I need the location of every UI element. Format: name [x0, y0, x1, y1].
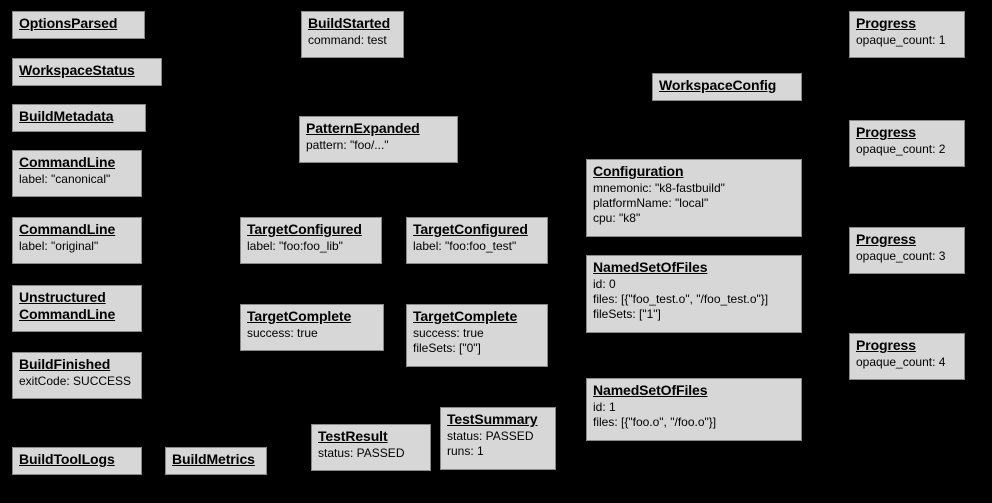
node-attribute-line: opaque_count: 3: [856, 249, 946, 263]
node-attributes: status: PASSED: [318, 446, 424, 461]
node-attributes: opaque_count: 3: [856, 249, 958, 264]
node-attributes: command: test: [308, 33, 397, 48]
node-title: BuildFinished: [19, 356, 111, 372]
node-title: CommandLine: [19, 221, 116, 237]
node-workspace-config[interactable]: WorkspaceConfig: [652, 73, 802, 101]
node-workspace-status[interactable]: WorkspaceStatus: [12, 58, 162, 86]
node-title: TargetConfigured: [247, 221, 362, 237]
node-test-result[interactable]: TestResult status: PASSED: [311, 424, 431, 471]
node-attributes: label: "foo:foo_test": [413, 239, 541, 254]
node-options-parsed[interactable]: OptionsParsed: [12, 11, 145, 39]
node-attribute-line: command: test: [308, 33, 387, 47]
node-attribute-line: cpu: "k8": [593, 211, 641, 225]
node-target-complete-lib[interactable]: TargetComplete success: true: [240, 304, 384, 351]
node-title: WorkspaceConfig: [659, 77, 777, 93]
node-title: Progress: [856, 337, 916, 353]
node-attribute-line: id: 1: [593, 400, 616, 414]
node-attributes: label: "original": [19, 239, 135, 254]
node-attributes: success: true: [247, 326, 377, 341]
node-pattern-expanded[interactable]: PatternExpanded pattern: "foo/...": [299, 116, 458, 163]
node-title: PatternExpanded: [306, 120, 420, 136]
node-title: Progress: [856, 124, 916, 140]
node-title: BuildToolLogs: [19, 451, 115, 467]
node-progress-4[interactable]: Progress opaque_count: 4: [849, 333, 965, 380]
node-title: TargetComplete: [247, 308, 352, 324]
node-attribute-line: label: "canonical": [19, 172, 111, 186]
node-attributes: opaque_count: 1: [856, 33, 958, 48]
node-attribute-line: mnemonic: "k8-fastbuild": [593, 181, 725, 195]
node-build-tool-logs[interactable]: BuildToolLogs: [12, 447, 142, 475]
node-attributes: label: "foo:foo_lib": [247, 239, 375, 254]
node-attribute-line: pattern: "foo/...": [306, 138, 389, 152]
node-title: Progress: [856, 15, 916, 31]
node-attributes: mnemonic: "k8-fastbuild"platformName: "l…: [593, 181, 795, 226]
node-attributes: pattern: "foo/...": [306, 138, 451, 153]
node-progress-3[interactable]: Progress opaque_count: 3: [849, 227, 965, 274]
node-build-metrics[interactable]: BuildMetrics: [165, 447, 267, 475]
node-attribute-line: success: true: [247, 326, 318, 340]
node-attribute-line: fileSets: ["1"]: [593, 307, 661, 321]
node-command-line-original[interactable]: CommandLine label: "original": [12, 217, 142, 264]
node-attribute-line: exitCode: SUCCESS: [19, 374, 132, 388]
node-attribute-line: files: [{"foo.o", "/foo.o"}]: [593, 415, 717, 429]
node-build-started[interactable]: BuildStarted command: test: [301, 11, 404, 58]
node-attribute-line: files: [{"foo_test.o", "/foo_test.o"}]: [593, 292, 769, 306]
node-progress-1[interactable]: Progress opaque_count: 1: [849, 11, 965, 58]
node-build-metadata[interactable]: BuildMetadata: [12, 104, 146, 132]
node-unstructured-command-line[interactable]: Unstructured CommandLine: [12, 285, 142, 332]
node-build-finished[interactable]: BuildFinished exitCode: SUCCESS: [12, 352, 142, 399]
node-attribute-line: fileSets: ["0"]: [413, 341, 481, 355]
node-title: NamedSetOfFiles: [593, 382, 708, 398]
node-target-configured-foo-lib[interactable]: TargetConfigured label: "foo:foo_lib": [240, 217, 382, 264]
node-title: NamedSetOfFiles: [593, 259, 708, 275]
node-configuration[interactable]: Configuration mnemonic: "k8-fastbuild"pla…: [586, 159, 802, 237]
node-attributes: opaque_count: 2: [856, 142, 958, 157]
node-title: BuildStarted: [308, 15, 391, 31]
node-attribute-line: success: true: [413, 326, 484, 340]
node-attributes: opaque_count: 4: [856, 355, 958, 370]
node-progress-2[interactable]: Progress opaque_count: 2: [849, 120, 965, 167]
node-title: TargetComplete: [413, 308, 518, 324]
node-attributes: exitCode: SUCCESS: [19, 374, 135, 389]
node-attribute-line: label: "foo:foo_test": [413, 239, 517, 253]
node-title: Progress: [856, 231, 916, 247]
node-title: TestResult: [318, 428, 388, 444]
node-target-configured-foo-test[interactable]: TargetConfigured label: "foo:foo_test": [406, 217, 548, 264]
node-attribute-line: label: "foo:foo_lib": [247, 239, 343, 253]
node-title: TestSummary: [447, 411, 538, 427]
node-title: Configuration: [593, 163, 684, 179]
node-attribute-line: runs: 1: [447, 444, 484, 458]
node-title: CommandLine: [19, 154, 116, 170]
node-title: TargetConfigured: [413, 221, 528, 237]
node-attribute-line: opaque_count: 2: [856, 142, 946, 156]
node-attribute-line: label: "original": [19, 239, 99, 253]
node-command-line-canonical[interactable]: CommandLine label: "canonical": [12, 150, 142, 197]
node-attribute-line: opaque_count: 1: [856, 33, 946, 47]
node-title: WorkspaceStatus: [19, 62, 135, 78]
node-title: BuildMetrics: [172, 451, 255, 467]
node-attribute-line: status: PASSED: [318, 446, 405, 460]
node-title: OptionsParsed: [19, 15, 118, 31]
node-attribute-line: platformName: "local": [593, 196, 709, 210]
node-attribute-line: status: PASSED: [447, 429, 534, 443]
node-attributes: label: "canonical": [19, 172, 135, 187]
node-title: Unstructured CommandLine: [19, 289, 116, 322]
node-title: BuildMetadata: [19, 108, 114, 124]
node-attribute-line: id: 0: [593, 277, 616, 291]
node-attribute-line: opaque_count: 4: [856, 355, 946, 369]
